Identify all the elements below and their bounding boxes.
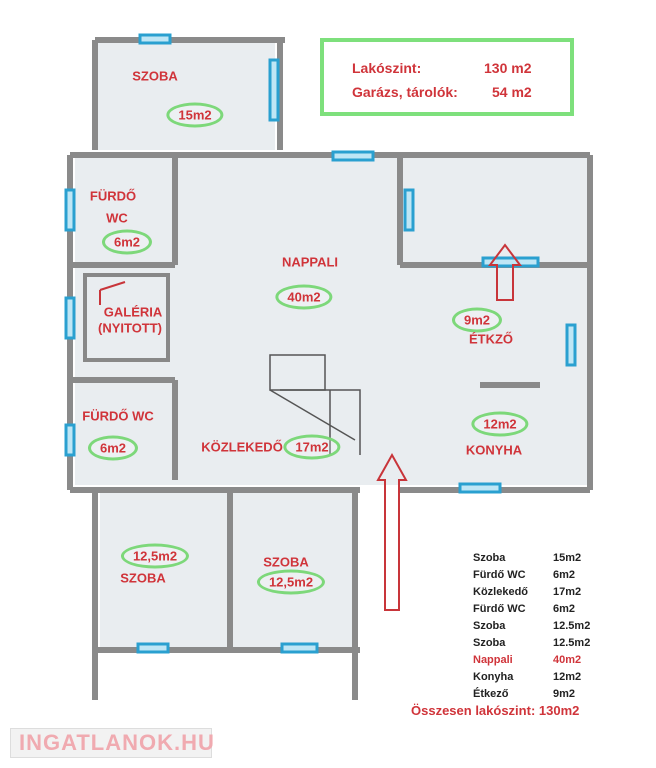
room-furdo-1-wc: WC xyxy=(106,210,128,226)
legend-name: Közlekedő xyxy=(473,586,529,598)
area-nappali: 40m2 xyxy=(275,284,333,310)
legend-area: 6m2 xyxy=(553,603,576,615)
room-furdo-1: FÜRDŐ xyxy=(89,188,137,204)
area-szoba-1: 15m2 xyxy=(166,102,224,128)
room-szoba-3: SZOBA xyxy=(263,554,309,570)
legend-row: Nappali 40m2 xyxy=(473,654,590,671)
legend-area: 40m2 xyxy=(553,654,582,666)
room-nappali: NAPPALI xyxy=(281,254,339,270)
room-szoba-2: SZOBA xyxy=(120,570,166,586)
summary-box: Lakószint: 130 m2 Garázs, tárolók: 54 m2 xyxy=(320,38,574,116)
legend-row: Fürdő WC 6m2 xyxy=(473,603,590,620)
legend-name: Nappali xyxy=(473,654,513,666)
area-szoba-2: 12,5m2 xyxy=(120,543,190,569)
legend-area: 12.5m2 xyxy=(553,620,591,632)
legend-name: Szoba xyxy=(473,552,506,564)
area-kozlekedo: 17m2 xyxy=(283,434,341,460)
room-etkezo: ÉTKZŐ xyxy=(468,331,514,347)
legend-row: Szoba 12.5m2 xyxy=(473,637,590,654)
area-szoba-3: 12,5m2 xyxy=(256,569,326,595)
legend-name: Fürdő WC xyxy=(473,569,526,581)
legend-row: Szoba 12.5m2 xyxy=(473,620,590,637)
watermark-logo: INGATLANOK.HU xyxy=(10,728,215,758)
legend-row: Szoba 15m2 xyxy=(473,552,590,569)
living-label: Lakószint: xyxy=(352,60,422,76)
garage-value: 54 m2 xyxy=(492,84,532,100)
legend-area: 12m2 xyxy=(553,671,582,683)
logo-text: INGATLANOK.HU xyxy=(19,730,215,755)
legend-name: Étkező xyxy=(473,688,509,700)
legend-name: Szoba xyxy=(473,637,506,649)
legend-area: 15m2 xyxy=(553,552,582,564)
room-galeria-note: (NYITOTT) xyxy=(97,320,163,336)
legend-row: Fürdő WC 6m2 xyxy=(473,569,590,586)
legend-name: Konyha xyxy=(473,671,514,683)
room-szoba-1: SZOBA xyxy=(132,68,178,84)
legend-area: 6m2 xyxy=(553,569,576,581)
garage-label: Garázs, tárolók: xyxy=(352,84,458,100)
galeria-box xyxy=(83,273,170,362)
total-area: Összesen lakószint: 130m2 xyxy=(411,703,580,718)
room-konyha: KONYHA xyxy=(465,442,523,458)
room-furdo-2: FÜRDŐ WC xyxy=(82,408,154,424)
legend-row: Konyha 12m2 xyxy=(473,671,590,688)
legend-name: Szoba xyxy=(473,620,506,632)
legend-row: Közlekedő 17m2 xyxy=(473,586,590,603)
legend-row: Étkező 9m2 xyxy=(473,688,590,705)
legend-area: 9m2 xyxy=(553,688,576,700)
area-legend: Szoba 15m2 Fürdő WC 6m2 Közlekedő 17m2 Fürd… xyxy=(473,552,590,705)
area-furdo-2: 6m2 xyxy=(87,435,139,461)
legend-area: 17m2 xyxy=(553,586,582,598)
living-value: 130 m2 xyxy=(484,60,532,76)
room-kozlekedo: KÖZLEKEDŐ xyxy=(201,439,283,455)
area-konyha: 12m2 xyxy=(471,411,529,437)
area-etkezo: 9m2 xyxy=(451,307,503,333)
area-furdo-1: 6m2 xyxy=(101,229,153,255)
room-galeria: GALÉRIA xyxy=(103,304,163,320)
legend-area: 12.5m2 xyxy=(553,637,591,649)
legend-name: Fürdő WC xyxy=(473,603,526,615)
